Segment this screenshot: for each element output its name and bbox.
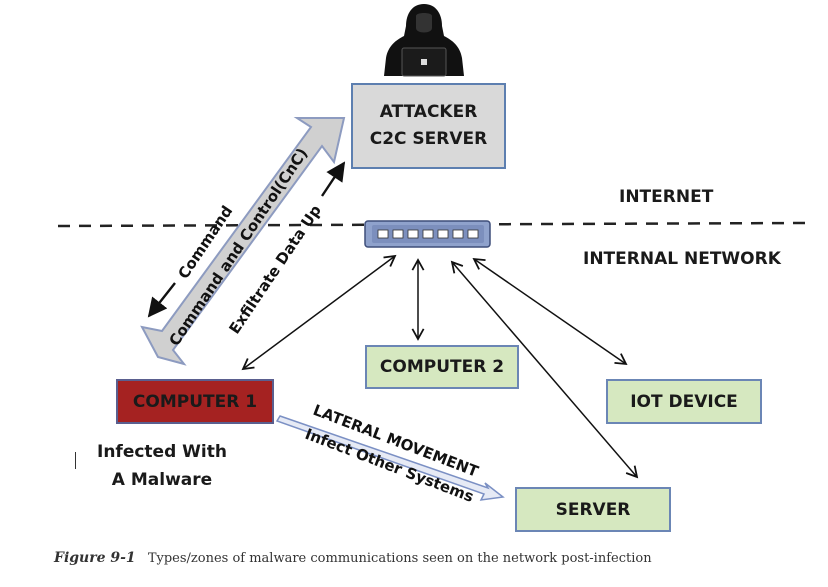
server-box: SERVER xyxy=(515,487,671,532)
figure-number: Figure 9-1 xyxy=(54,550,136,566)
c2c-server-label: C2C SERVER xyxy=(369,129,488,149)
exfiltrate-arrow xyxy=(321,161,346,197)
computer-1-box: COMPUTER 1 xyxy=(116,379,274,424)
attacker-c2c-server-box: ATTACKER C2C SERVER xyxy=(351,83,506,169)
lateral-movement-arrow xyxy=(275,415,505,501)
hacker-icon xyxy=(384,4,464,77)
infected-line-2: A Malware xyxy=(111,470,213,490)
command-arrow xyxy=(147,282,176,318)
internet-zone-label: INTERNET xyxy=(619,187,714,207)
figure-caption-text: Types/zones of malware communications se… xyxy=(147,551,652,566)
figure-caption: Figure 9-1 Types/zones of malware commun… xyxy=(54,550,652,566)
iot-device-box: IOT DEVICE xyxy=(606,379,762,424)
infected-note: Infected With A Malware xyxy=(97,438,227,494)
attacker-label: ATTACKER xyxy=(379,102,478,122)
cnc-double-arrow xyxy=(140,117,346,366)
link-switch-server xyxy=(450,260,639,479)
network-switch-icon xyxy=(364,220,491,248)
computer-2-box: COMPUTER 2 xyxy=(365,345,519,389)
text-cursor-mark xyxy=(75,452,76,469)
infected-line-1: Infected With xyxy=(97,442,227,462)
exfiltrate-label: Exfiltrate Data Up xyxy=(225,201,325,337)
link-switch-computer1 xyxy=(241,254,397,371)
